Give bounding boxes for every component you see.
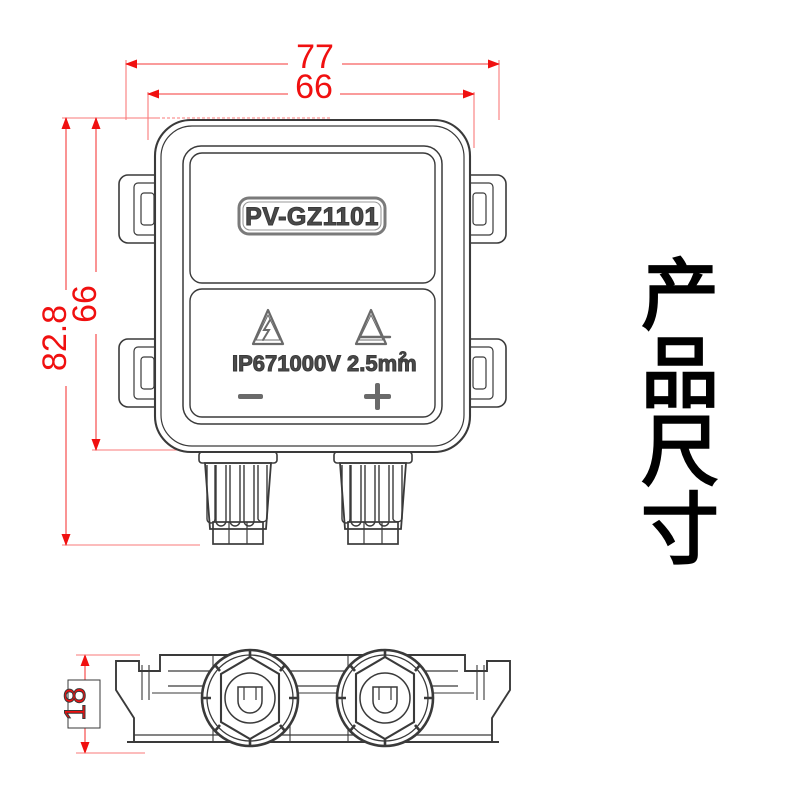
model-label: PV-GZ1101 bbox=[245, 203, 379, 231]
dimension-body-height: 66 bbox=[66, 117, 112, 451]
gland-left-body bbox=[204, 462, 272, 530]
model-nameplate bbox=[237, 196, 387, 236]
dim-label-77: 77 bbox=[296, 38, 334, 76]
minus-bar bbox=[238, 394, 263, 399]
lid-recess bbox=[182, 145, 443, 425]
shell-inner-offset bbox=[160, 125, 465, 447]
dim-text-bg-828 bbox=[48, 290, 80, 386]
gland-left-flutes bbox=[206, 465, 268, 527]
bottom-left-tab-detail bbox=[141, 665, 150, 700]
gland-bv-left-outer-ring bbox=[200, 648, 300, 748]
bottom-right-tab-detail bbox=[476, 665, 485, 700]
gland-bv-right-outer-ring bbox=[335, 648, 435, 748]
dim-text-bg-66h bbox=[288, 72, 340, 102]
gland-bv-right-inner-ring bbox=[359, 672, 411, 724]
bottom-cable-gland-right bbox=[335, 648, 435, 748]
caution-triangle-outline bbox=[354, 308, 388, 346]
gland-bv-left-knurl bbox=[203, 650, 297, 746]
electric-triangle-outline bbox=[251, 308, 285, 346]
nameplate-border-inner bbox=[242, 201, 382, 231]
gland-bv-right-clip bbox=[372, 686, 398, 714]
gland-bv-right-knurl bbox=[338, 650, 432, 746]
dimension-depth: 18 bbox=[59, 654, 145, 754]
dimension-overall-height: 82.8 bbox=[36, 117, 80, 546]
gland-left-nut bbox=[212, 521, 264, 545]
gland-bv-left-inner-ring bbox=[224, 672, 276, 724]
lower-panel bbox=[189, 288, 436, 418]
warning-caution-icon bbox=[354, 308, 392, 346]
dimension-body-width: 66 bbox=[147, 68, 475, 106]
electric-triangle-inner bbox=[255, 314, 281, 341]
dim-text-bg-18 bbox=[67, 679, 101, 729]
bottom-view-outline bbox=[115, 654, 511, 743]
plus-bar-v bbox=[375, 383, 380, 410]
upper-panel bbox=[189, 152, 436, 284]
warning-electric-icon bbox=[251, 308, 285, 346]
product-dimensions-caption: 产品尺寸 bbox=[628, 254, 718, 566]
dim-label-66-vertical: 66 bbox=[66, 285, 104, 323]
bottom-cable-gland-left bbox=[200, 648, 300, 748]
dim-label-82-8: 82.8 bbox=[36, 305, 74, 371]
dim-text-bg-77 bbox=[288, 42, 342, 72]
gland-right-collar bbox=[333, 451, 413, 464]
lightning-bolt-glyph bbox=[262, 319, 271, 341]
caution-triangle-inner bbox=[358, 313, 384, 341]
gland-right-nut bbox=[347, 521, 399, 545]
spec-superscript: 2 bbox=[399, 348, 407, 364]
bottom-view: 18 bbox=[59, 648, 511, 754]
polarity-plus-mark bbox=[364, 383, 391, 410]
dimension-overall-width: 77 bbox=[125, 38, 500, 76]
polarity-minus-mark bbox=[238, 394, 263, 399]
front-view: PV-GZ1101 IP671000V 2.5mm 2 bbox=[118, 118, 507, 545]
dim-text-bg-66v bbox=[80, 272, 112, 334]
gland-bv-left-clip-slots bbox=[243, 687, 257, 700]
gland-left-collar bbox=[198, 451, 278, 464]
cable-gland-left bbox=[198, 451, 278, 545]
gland-bv-left-clip bbox=[237, 686, 263, 714]
gland-right-flutes bbox=[341, 465, 403, 527]
spec-label: IP671000V 2.5mm bbox=[232, 351, 417, 376]
gland-bv-right-clip-slots bbox=[378, 687, 392, 700]
nameplate-border-outer bbox=[237, 196, 387, 236]
dim-label-66-horizontal: 66 bbox=[295, 68, 333, 106]
dim-label-18: 18 bbox=[59, 687, 92, 720]
gland-right-body bbox=[339, 462, 407, 530]
cable-gland-right bbox=[333, 451, 413, 545]
